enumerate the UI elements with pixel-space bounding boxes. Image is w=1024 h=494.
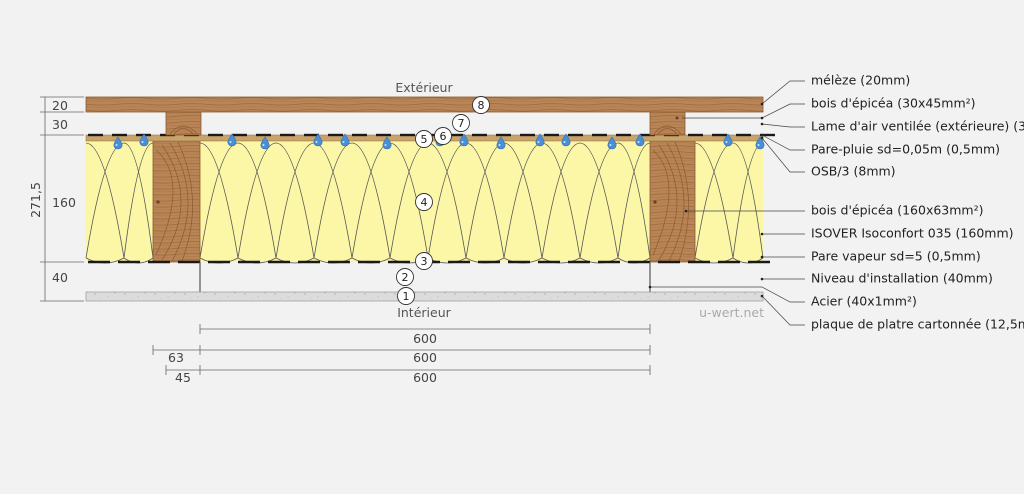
label-larch: mélèze (20mm)	[811, 73, 910, 88]
exterior-label: Extérieur	[395, 80, 453, 95]
svg-text:7: 7	[458, 117, 465, 130]
bottom-dimension-lines	[152, 324, 651, 375]
label-osb: OSB/3 (8mm)	[811, 164, 896, 179]
water-drop-icon	[561, 133, 571, 147]
label-air-gap: Lame d'air ventilée (extérieure) (30mm)	[811, 119, 1024, 134]
label-steel: Acier (40x1mm²)	[811, 294, 917, 309]
svg-text:8: 8	[478, 99, 485, 112]
dim-offset-row3: 45	[175, 370, 191, 385]
marker-6: 6	[434, 127, 452, 145]
label-vapour-barrier: Pare vapeur sd=5 (0,5mm)	[811, 249, 981, 264]
stud-right	[649, 140, 696, 263]
water-drop-icon	[755, 136, 765, 150]
leader-lines	[650, 80, 805, 326]
dim-spacing-row2: 600	[413, 350, 437, 365]
water-drop-icon	[340, 133, 350, 147]
interior-label: Intérieur	[397, 305, 451, 320]
svg-text:2: 2	[402, 271, 409, 284]
water-drop-icon	[260, 136, 270, 150]
svg-text:4: 4	[421, 196, 428, 209]
svg-text:5: 5	[421, 133, 428, 146]
batten-right	[649, 111, 686, 136]
dim-battens: 30	[52, 117, 68, 132]
svg-text:6: 6	[440, 130, 447, 143]
marker-4: 4	[415, 193, 433, 211]
dim-studs: 160	[52, 195, 76, 210]
water-drop-icon	[459, 133, 469, 147]
label-installation: Niveau d'installation (40mm)	[811, 271, 993, 286]
marker-5: 5	[415, 130, 433, 148]
larch-cladding	[85, 96, 764, 113]
stud-left	[152, 140, 201, 263]
water-drop-icon	[139, 133, 149, 147]
water-drop-icon	[535, 133, 545, 147]
label-rain-barrier: Pare-pluie sd=0,05m (0,5mm)	[811, 142, 1000, 157]
plasterboard-layer	[85, 291, 764, 302]
marker-7: 7	[452, 114, 470, 132]
label-stud: bois d'épicéa (160x63mm²)	[811, 203, 984, 218]
water-drop-icon	[607, 136, 617, 150]
water-drop-icon	[382, 136, 392, 150]
water-drop-icon	[313, 133, 323, 147]
water-drop-icon	[227, 133, 237, 147]
leader-dots	[648, 102, 764, 298]
marker-3: 3	[415, 252, 433, 270]
label-plasterboard: plaque de platre cartonnée (12,5mm)	[811, 317, 1024, 332]
left-dimension-chain	[40, 96, 84, 302]
water-drop-icon	[113, 136, 123, 150]
svg-text:1: 1	[403, 290, 410, 303]
label-insulation: ISOVER Isoconfort 035 (160mm)	[811, 226, 1014, 241]
water-drop-icon	[496, 136, 506, 150]
dim-cladding: 20	[52, 98, 68, 113]
label-batten: bois d'épicéa (30x45mm²)	[811, 96, 976, 111]
marker-2: 2	[396, 268, 414, 286]
dim-installation: 40	[52, 270, 68, 285]
dim-spacing-row3: 600	[413, 370, 437, 385]
dim-total: 271,5	[28, 182, 43, 218]
svg-text:3: 3	[421, 255, 428, 268]
marker-8: 8	[472, 96, 490, 114]
batten-left	[165, 111, 202, 136]
water-drop-icon	[723, 133, 733, 147]
watermark: u-wert.net	[699, 305, 764, 320]
dim-offset-row2: 63	[168, 350, 184, 365]
marker-1: 1	[397, 287, 415, 305]
water-drop-icon	[635, 133, 645, 147]
dim-spacing-row1: 600	[413, 331, 437, 346]
